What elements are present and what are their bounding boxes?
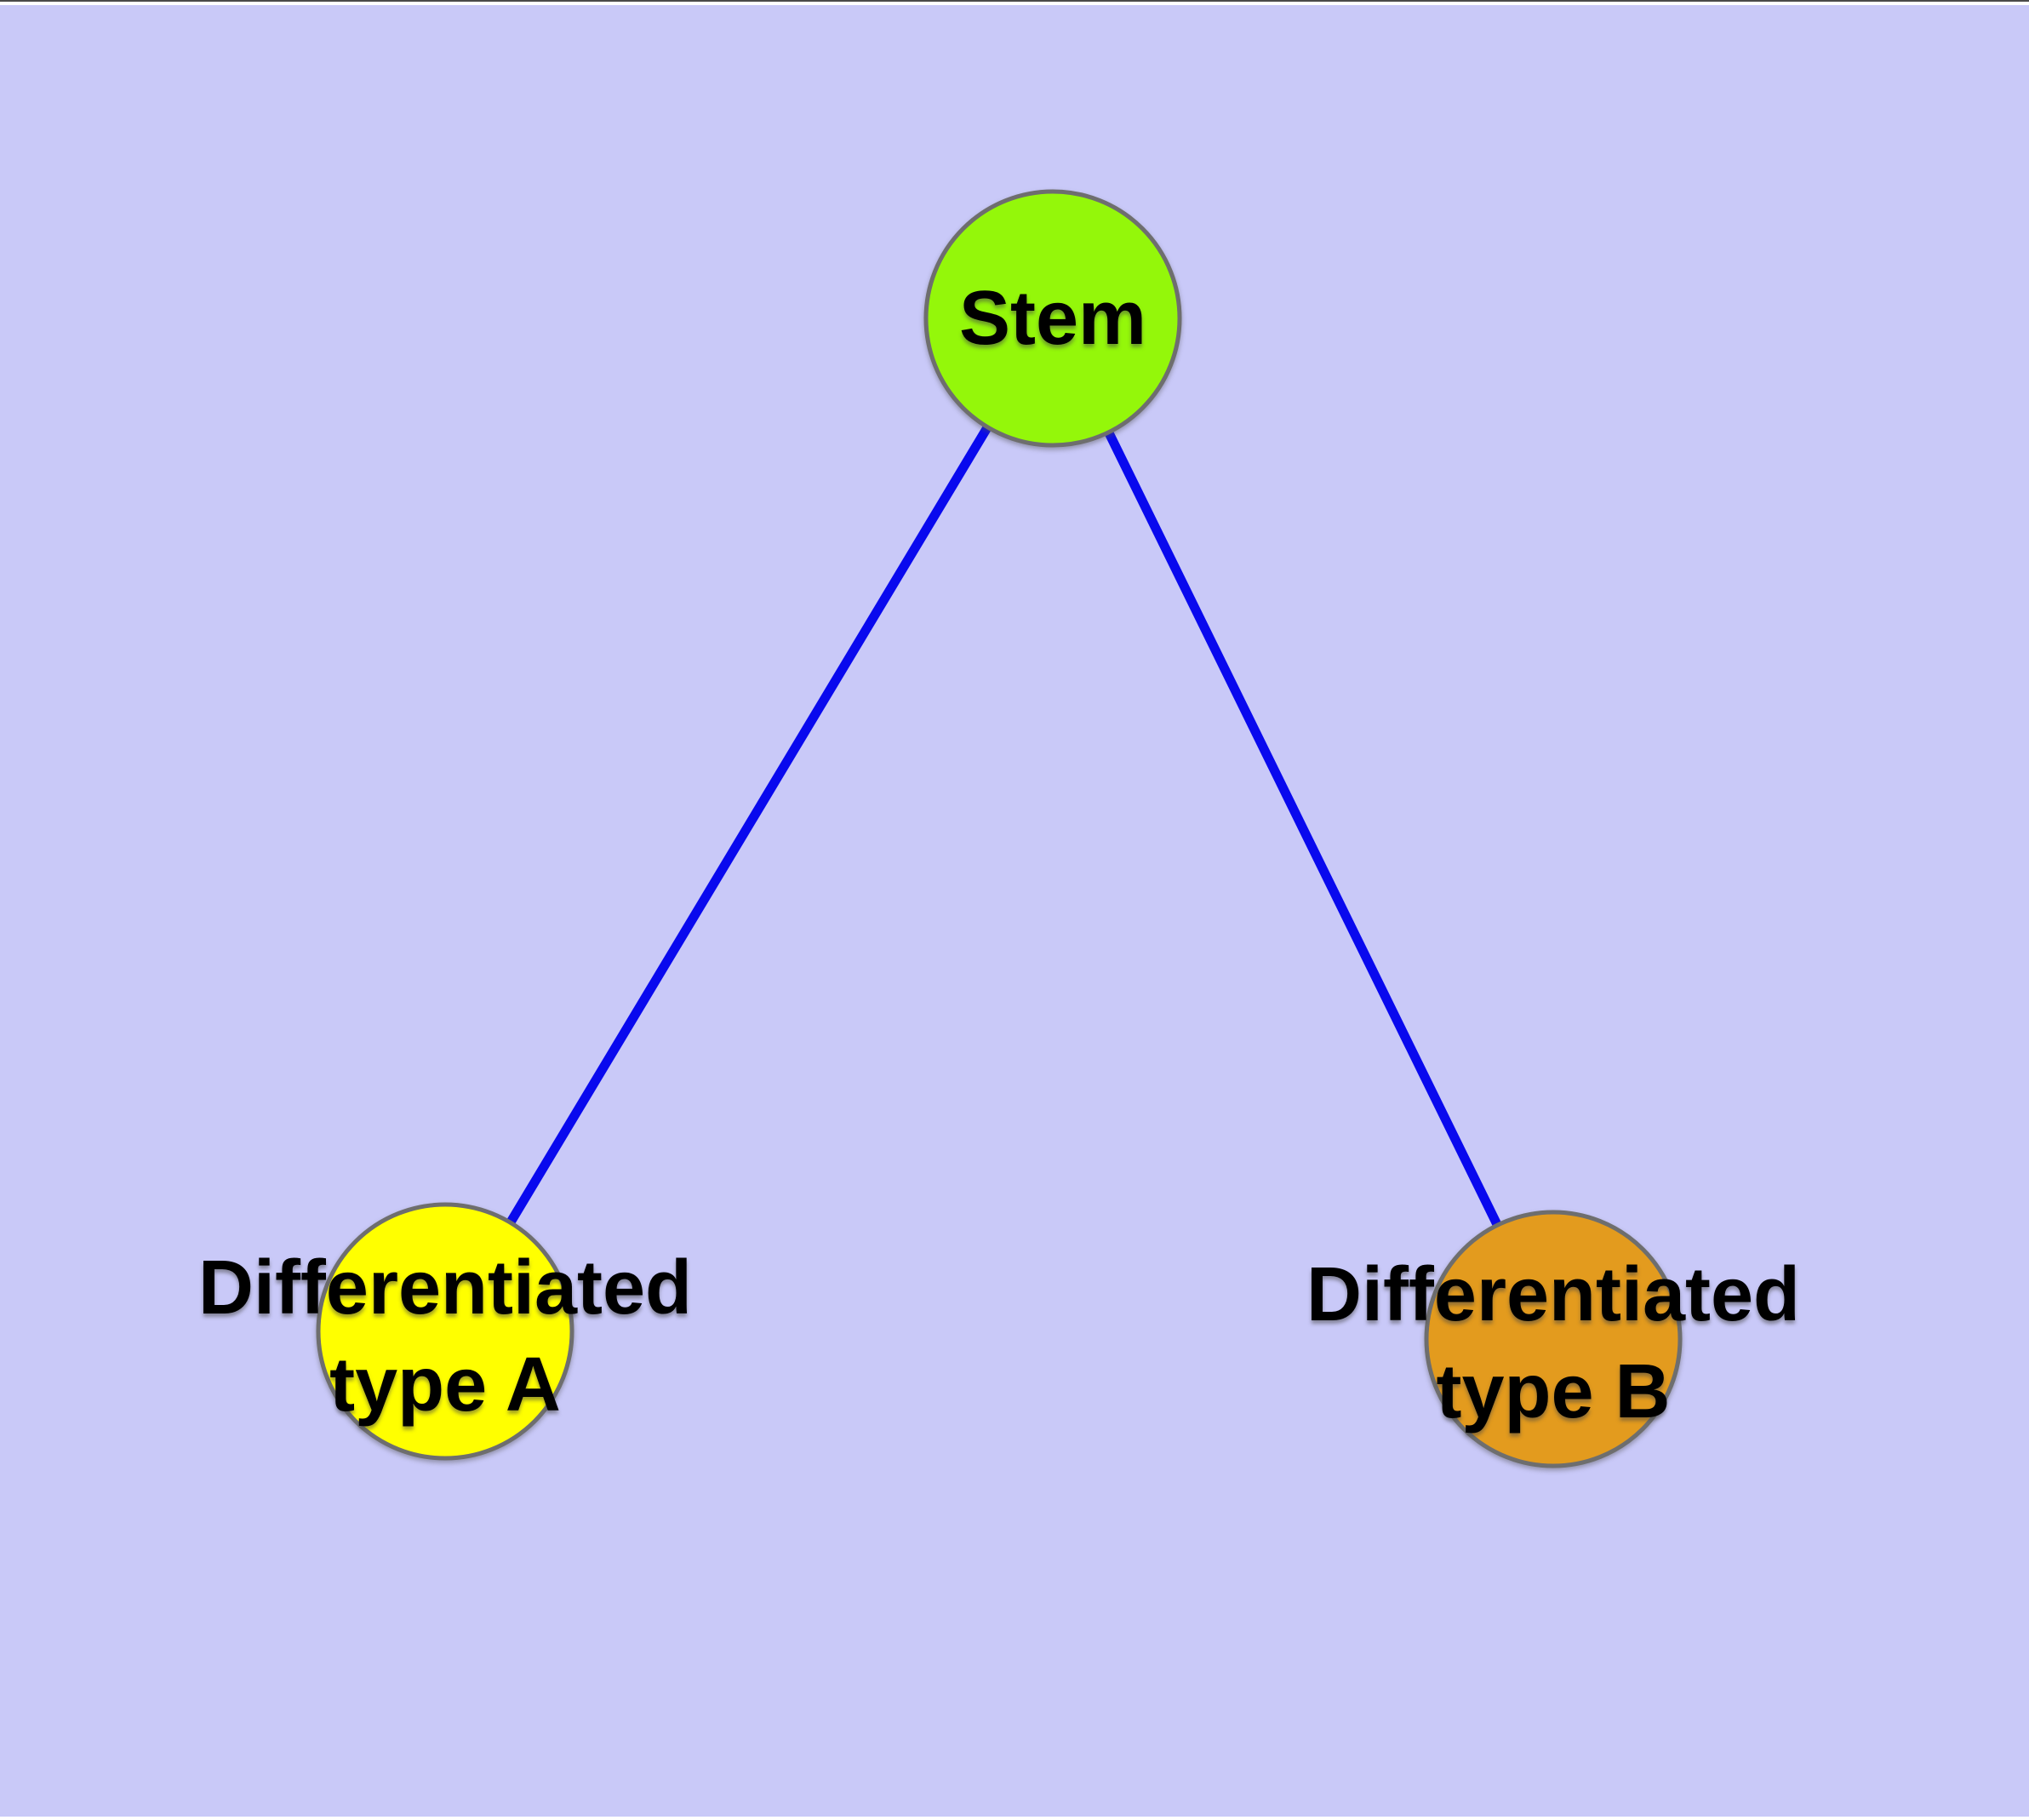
node-type-b-circle[interactable]: [1424, 1210, 1683, 1468]
edge-stem-to-type-a: [441, 316, 1057, 1334]
node-stem-circle[interactable]: [923, 189, 1182, 448]
window-top-edge: [0, 0, 2029, 2]
edge-stem-to-type-b: [1049, 316, 1557, 1342]
node-type-a-circle[interactable]: [316, 1202, 574, 1461]
